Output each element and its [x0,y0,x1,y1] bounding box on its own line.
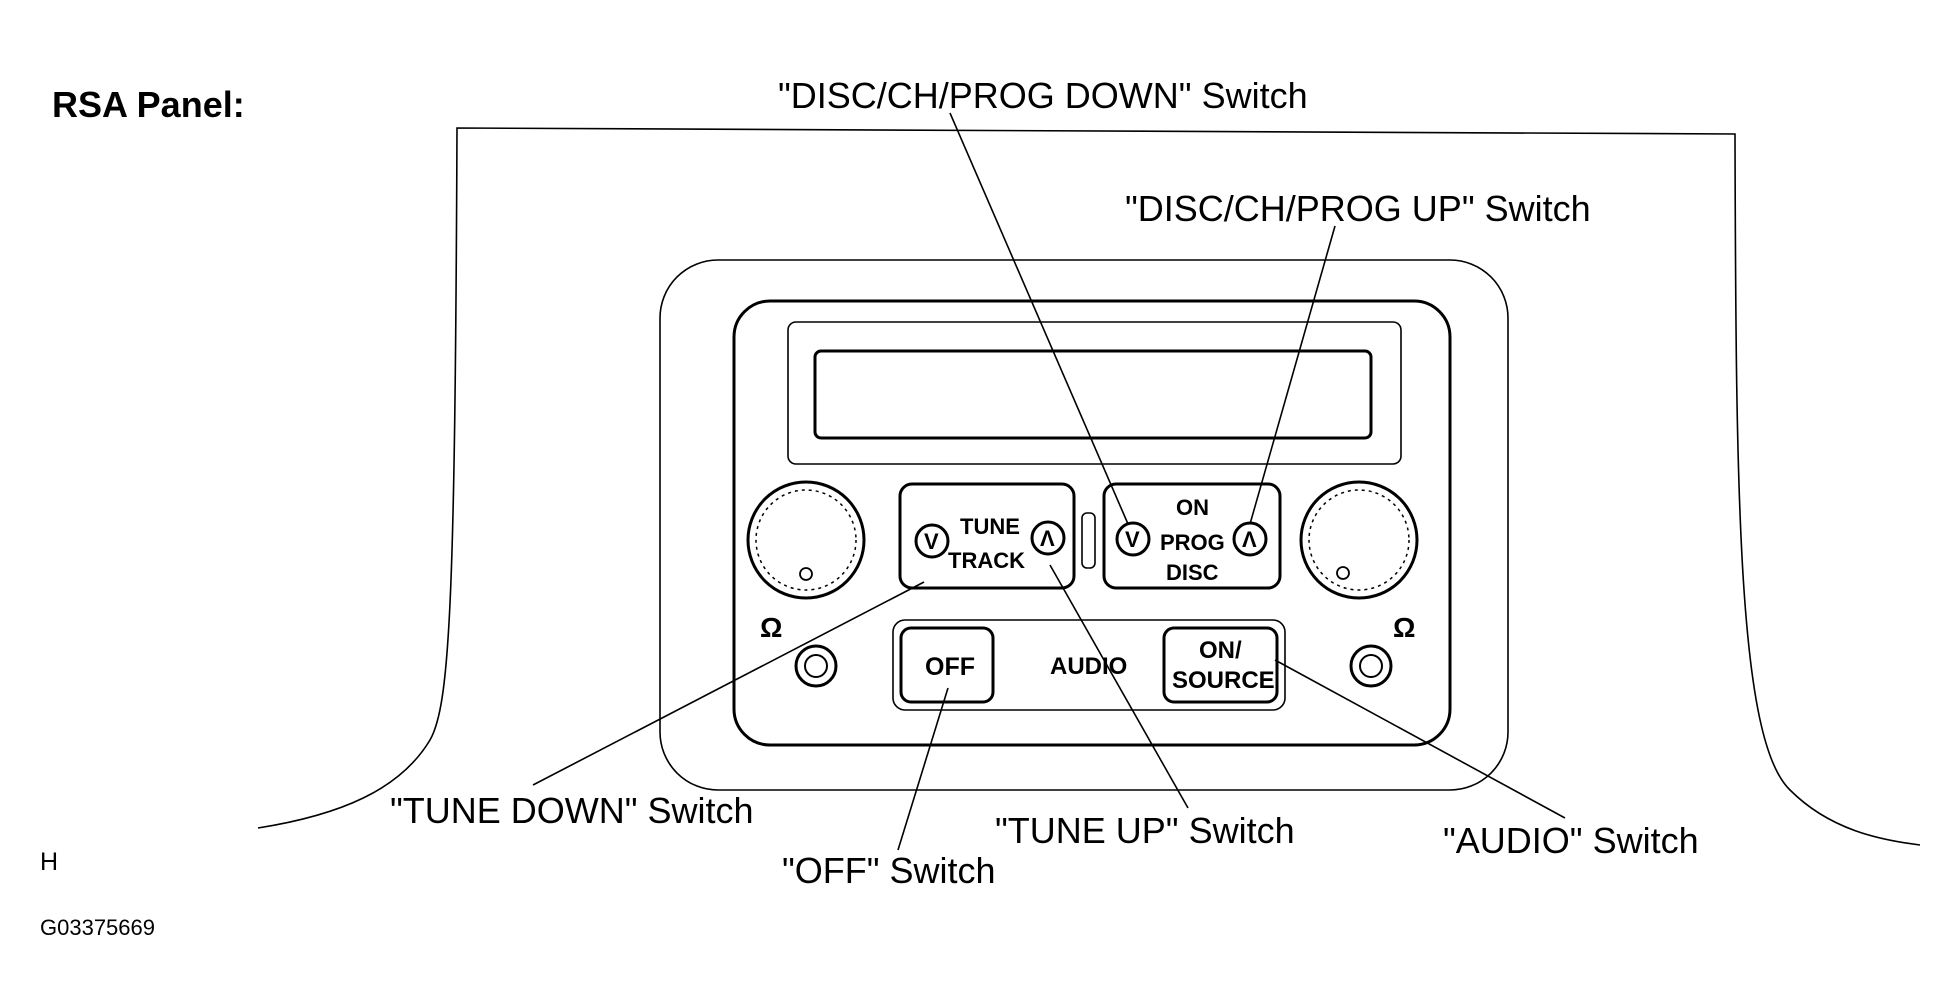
display-screen [813,349,1373,440]
source-label: SOURCE [1172,667,1275,694]
leader-line-audio [1274,659,1566,819]
callout-audio: "AUDIO" Switch [1443,820,1699,861]
disc-up-button[interactable]: Λ [1232,521,1268,557]
chevron-down-icon: V [924,529,939,554]
headphone-icon: Ω [1393,612,1415,643]
panel-inner [732,299,1452,747]
on-label: ON [1176,495,1209,520]
panel-bezel [659,259,1509,791]
tune-label: TUNE [960,514,1020,539]
figure-code: G03375669 [40,915,155,940]
leader-line-disc-up [1249,225,1336,525]
leader-line-tune-up [1049,564,1189,809]
right-headphone-jack[interactable] [1349,644,1393,688]
indicator-slot [1081,512,1096,569]
chevron-up-icon: Λ [1040,526,1055,551]
callout-disc-down: "DISC/CH/PROG DOWN" Switch [778,75,1308,116]
on-source-button[interactable]: ON/ SOURCE [1162,626,1279,704]
tune-down-button[interactable]: V [914,523,950,559]
chevron-up-icon: Λ [1242,527,1257,552]
on-label: ON/ [1199,637,1242,664]
callout-tune-down: "TUNE DOWN" Switch [390,790,754,831]
left-volume-knob[interactable] [746,480,866,600]
audio-label: AUDIO [1050,653,1127,680]
leader-line-off [897,687,949,851]
disc-label: DISC [1166,560,1219,585]
left-headphone-jack[interactable] [794,644,838,688]
headphone-icon: Ω [760,612,782,643]
leader-line-disc-down [949,112,1129,525]
diagram-title: RSA Panel: [52,84,245,125]
tune-track-button-group [898,482,1076,590]
track-label: TRACK [948,548,1025,573]
callout-tune-up: "TUNE UP" Switch [995,810,1295,851]
disc-down-button[interactable]: V [1115,521,1151,557]
prog-disc-button-group [1102,482,1282,590]
off-button-label: OFF [925,653,975,681]
console-outline [257,127,1921,846]
tune-up-button[interactable]: Λ [1030,520,1066,556]
display-frame [787,321,1402,465]
prog-label: PROG [1160,530,1225,555]
chevron-down-icon: V [1125,527,1140,552]
off-button[interactable]: OFF [899,626,995,704]
corner-letter: H [40,848,58,876]
leader-line-tune-down [532,581,925,786]
callout-off: "OFF" Switch [782,850,996,891]
callout-disc-up: "DISC/CH/PROG UP" Switch [1125,188,1591,229]
right-volume-knob[interactable] [1299,480,1419,600]
